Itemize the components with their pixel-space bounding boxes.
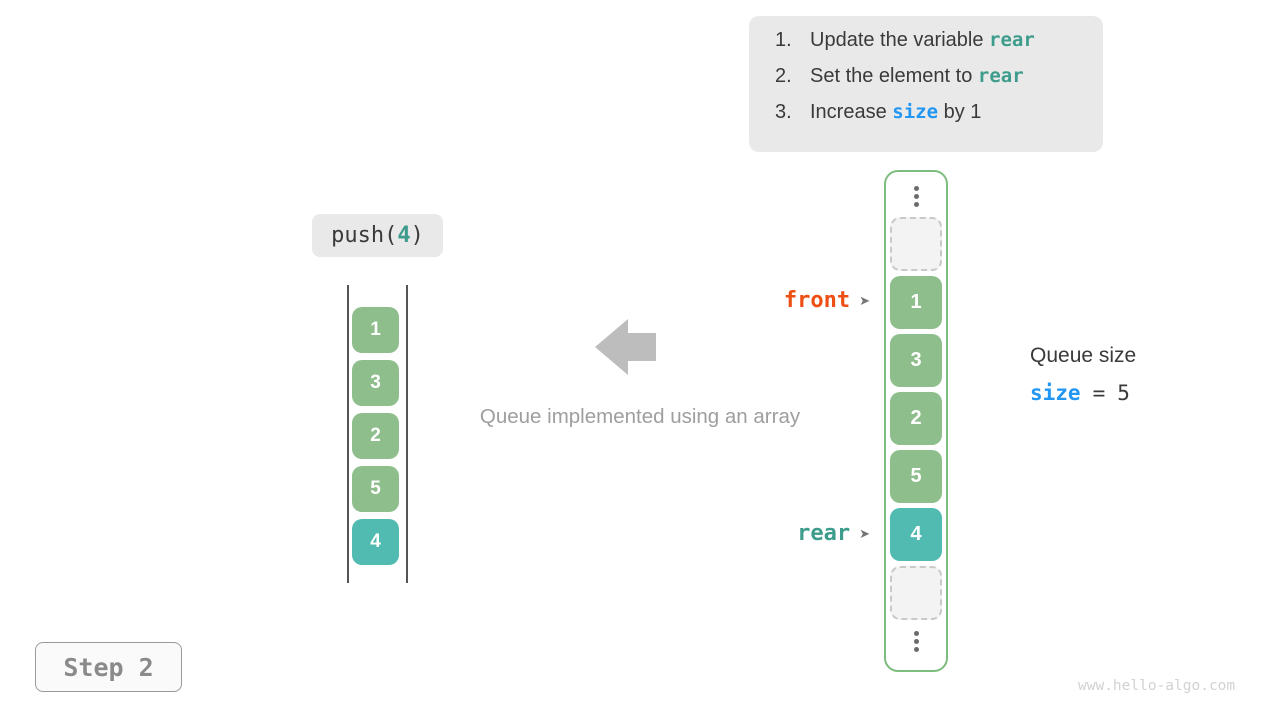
left-arrow-icon: [595, 319, 656, 375]
queue-cell: 3: [352, 360, 399, 406]
step-number: 1.: [775, 29, 792, 51]
size-value: 5: [1117, 381, 1130, 405]
array-cell-empty: [890, 566, 942, 620]
array-track: 1 3 2 5 4: [884, 170, 948, 672]
instruction-box: 1. Update the variable rear 2. Set the e…: [749, 16, 1103, 152]
step-text: Increase size by 1: [810, 101, 982, 123]
rear-pointer-label: rear: [797, 520, 851, 546]
front-pointer-label: front: [783, 287, 851, 313]
queue-cell: 5: [352, 466, 399, 512]
push-close: ): [410, 223, 424, 248]
pointer-arrow-icon: ➤: [859, 292, 870, 308]
array-cell: 2: [890, 392, 942, 445]
push-fn: push(: [331, 223, 398, 248]
ellipsis-icon: [913, 180, 919, 212]
instruction-step-2: 2. Set the element to rear: [775, 65, 1083, 101]
pointer-arrow-icon: ➤: [859, 525, 870, 541]
queue-size-block: Queue size size = 5: [1030, 344, 1136, 405]
diagram-caption: Queue implemented using an array: [479, 405, 801, 428]
step-text: Update the variable rear: [810, 29, 1035, 51]
queue-cell: 1: [352, 307, 399, 353]
array-cell: 3: [890, 334, 942, 387]
size-variable: size: [1030, 381, 1081, 405]
array-cell-empty: [890, 217, 942, 271]
queue-rail-right: [406, 285, 408, 583]
queue-size-value-line: size = 5: [1030, 381, 1136, 405]
code-token-rear: rear: [977, 65, 1024, 87]
equals-sign: =: [1092, 381, 1106, 405]
code-token-size: size: [892, 101, 939, 123]
step-number: 2.: [775, 65, 792, 87]
queue-cell-new: 4: [352, 519, 399, 565]
array-cell: 5: [890, 450, 942, 503]
queue-size-title: Queue size: [1030, 344, 1137, 367]
ellipsis-icon: [913, 625, 919, 657]
array-cell-rear: 4: [890, 508, 942, 561]
instruction-step-3: 3. Increase size by 1: [775, 101, 1083, 137]
front-pointer: front ➤: [740, 287, 870, 313]
rear-pointer: rear ➤: [740, 520, 870, 546]
watermark: www.hello-algo.com: [1078, 678, 1236, 694]
step-number: 3.: [775, 101, 792, 123]
instruction-step-1: 1. Update the variable rear: [775, 29, 1083, 65]
queue-cell: 2: [352, 413, 399, 459]
queue-rail-left: [347, 285, 349, 583]
left-queue: 1 3 2 5 4: [352, 307, 399, 565]
push-arg: 4: [397, 223, 411, 248]
code-token-rear: rear: [989, 29, 1035, 51]
step-text: Set the element to rear: [810, 65, 1024, 87]
push-call-chip: push(4): [312, 214, 443, 257]
array-cell: 1: [890, 276, 942, 329]
step-badge: Step 2: [35, 642, 182, 692]
